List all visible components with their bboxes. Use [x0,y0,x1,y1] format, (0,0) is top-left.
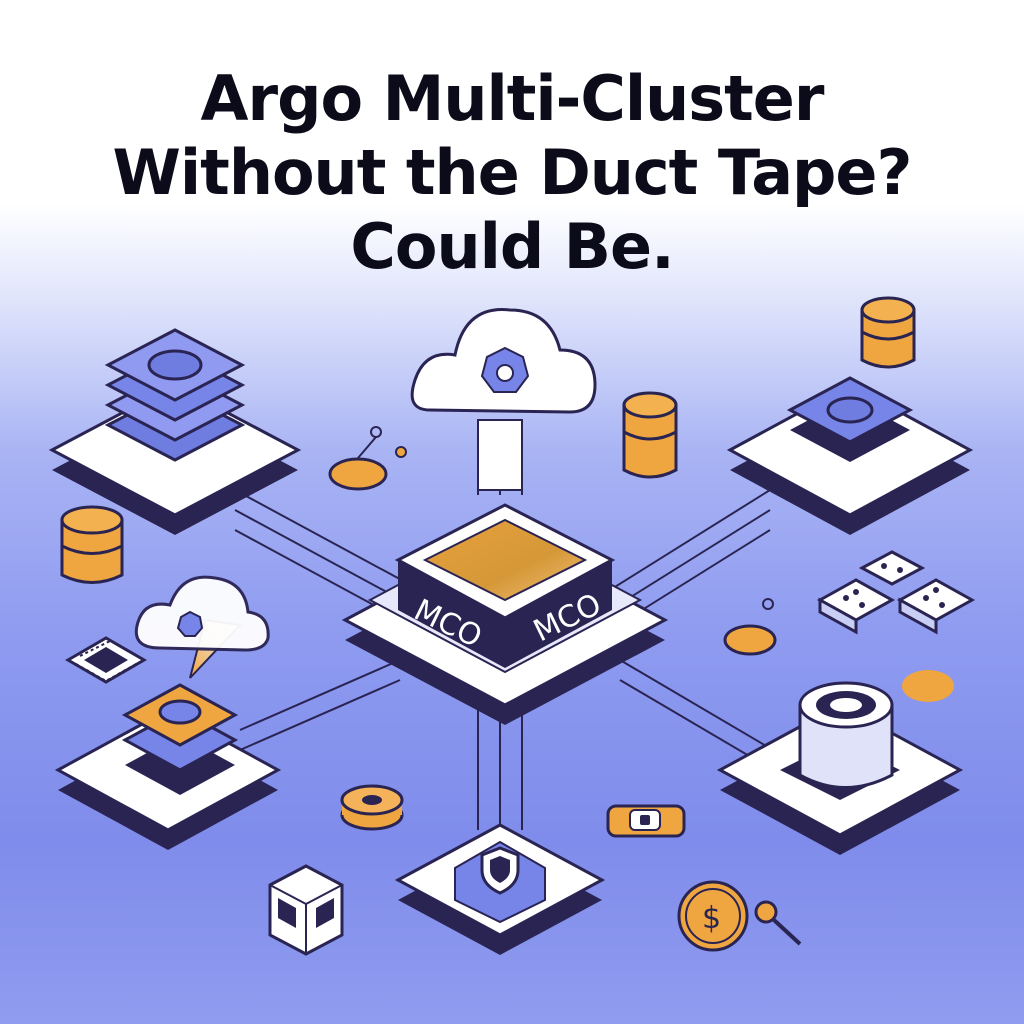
magnifier-icon [754,900,802,946]
mco-hub: MCO MCO [341,503,669,725]
security-node [394,823,606,955]
coin-icon [340,784,404,831]
database-icon [60,505,124,584]
database-icon [860,296,916,369]
cloud-icon [410,308,597,491]
orange-disc [328,457,388,491]
orange-disc [902,670,954,702]
server-stack-node [48,328,302,535]
database-icon [622,391,678,479]
dollar-coin-icon: $ [677,880,749,952]
package-icon [268,864,344,956]
toggle-icon [606,804,686,838]
deploy-node [54,575,282,850]
chip-icon [65,636,147,684]
kubernetes-helm-icon [480,346,530,393]
storage-node [726,376,974,535]
pin-dots [357,426,774,610]
shield-icon [480,846,520,895]
server-stack-icon [104,328,246,462]
headline: Argo Multi-Cluster Without the Duct Tape… [0,62,1024,284]
headline-line-2: Without the Duct Tape? [112,136,913,209]
data-node [716,681,964,855]
headline-line-1: Argo Multi-Cluster [200,62,825,135]
headline-line-3: Could Be. [350,210,674,283]
dollar-symbol: $ [702,901,721,936]
orange-disc [723,624,777,656]
dice-icon [816,550,976,635]
